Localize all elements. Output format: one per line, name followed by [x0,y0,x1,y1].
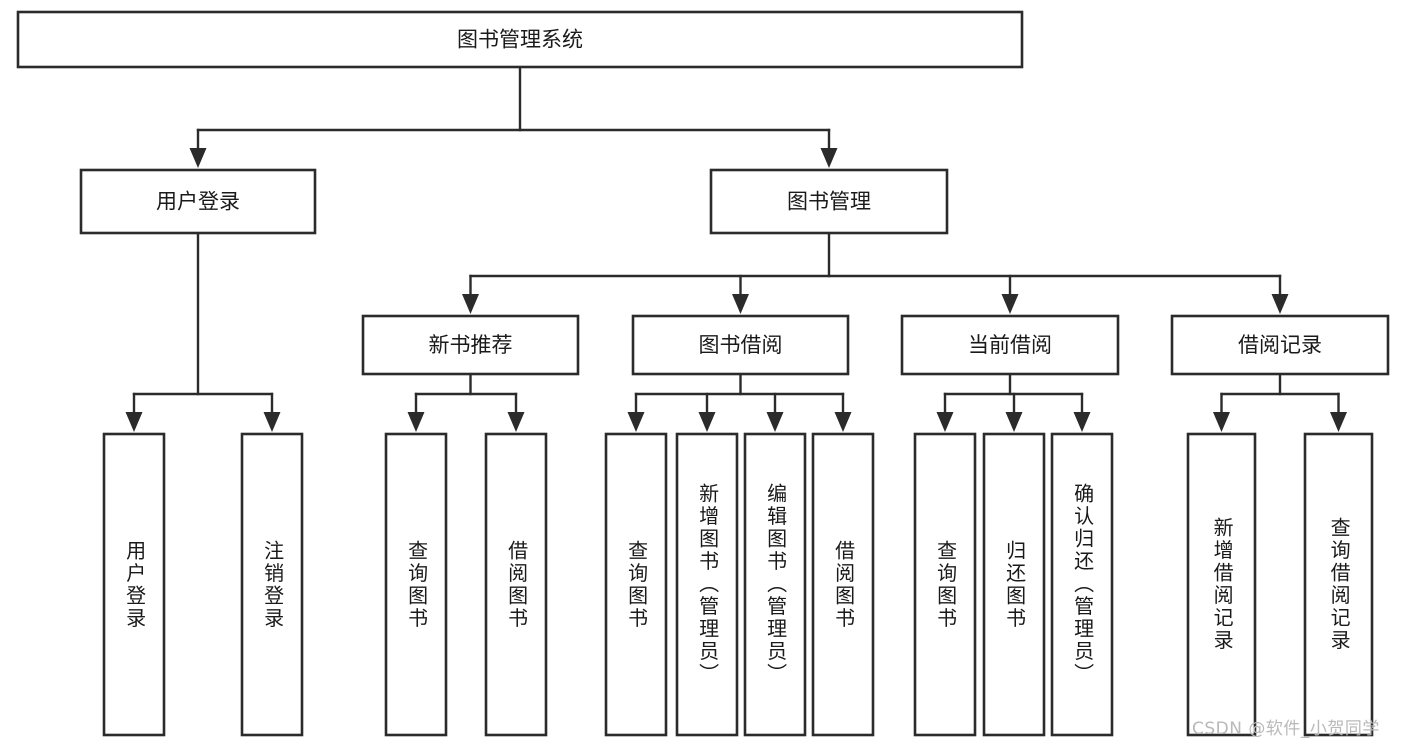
node-box-root [16,10,1024,69]
node-leaf-edit-book-admin[interactable] [743,432,807,737]
node-box-book-management [709,168,949,235]
node-leaf-query-book-current[interactable] [913,432,977,737]
arrow-head-icon [1330,412,1347,432]
node-current-borrow[interactable]: 当前借阅 [900,314,1120,376]
node-user-login[interactable]: 用户登录 [79,168,317,235]
node-root[interactable]: 图书管理系统 [16,10,1024,69]
node-label-current-borrow: 当前借阅 [968,333,1052,357]
node-box-leaf-user-login [102,432,166,737]
node-leaf-add-book-admin[interactable] [675,432,739,737]
arrow-head-icon [1005,412,1023,432]
node-leaf-borrow-book-recommend[interactable] [484,432,548,737]
node-borrow-record[interactable]: 借阅记录 [1170,314,1390,376]
node-label-new-book-recommend: 新书推荐 [429,333,513,357]
arrow-head-icon [507,412,525,432]
arrow-head-icon [1271,294,1289,314]
node-box-leaf-borrow-book-recommend [484,432,548,737]
node-box-leaf-user-logout [240,432,304,737]
node-leaf-query-book-borrow[interactable] [604,432,668,737]
node-leaf-user-login[interactable] [102,432,166,737]
node-leaf-return-book[interactable] [982,432,1046,737]
node-label-book-management: 图书管理 [787,190,871,214]
node-box-leaf-confirm-return-admin [1050,432,1114,737]
node-box-leaf-edit-book-admin [743,432,807,737]
node-label-borrow-record: 借阅记录 [1238,333,1322,357]
node-box-leaf-borrow-book [811,432,875,737]
node-leaf-query-borrow-record[interactable] [1303,432,1374,737]
node-box-borrow-record [1170,314,1390,376]
node-book-management[interactable]: 图书管理 [709,168,949,235]
arrow-head-icon [407,412,425,432]
arrow-head-icon [1213,412,1230,432]
node-box-current-borrow [900,314,1120,376]
node-new-book-recommend[interactable]: 新书推荐 [361,314,580,376]
node-book-borrow[interactable]: 图书借阅 [631,314,850,376]
arrow-head-icon [820,148,838,168]
arrow-head-icon [1001,294,1019,314]
arrow-head-icon [834,412,852,432]
node-box-leaf-add-book-admin [675,432,739,737]
arrow-head-icon [936,412,954,432]
node-box-leaf-query-book-borrow [604,432,668,737]
node-label-root: 图书管理系统 [457,28,583,52]
arrow-head-icon [263,412,281,432]
connector-layer [125,65,1347,432]
arrow-head-icon [698,412,716,432]
watermark: CSDN @软件_小贺同学 [1192,719,1380,739]
node-leaf-user-logout[interactable] [240,432,304,737]
node-label-user-login: 用户登录 [156,190,240,214]
arrow-head-icon [125,412,143,432]
node-label-book-borrow: 图书借阅 [699,333,783,357]
node-leaf-query-book-recommend[interactable] [384,432,448,737]
node-leaf-borrow-book[interactable] [811,432,875,737]
arrow-head-icon [732,294,749,314]
arrow-head-icon [1073,412,1091,432]
arrow-head-icon [627,412,645,432]
node-box-user-login [79,168,317,235]
node-box-book-borrow [631,314,850,376]
node-leaf-confirm-return-admin[interactable] [1050,432,1114,737]
node-box-leaf-return-book [982,432,1046,737]
node-leaf-add-borrow-record[interactable] [1186,432,1257,737]
node-box-leaf-query-borrow-record [1303,432,1374,737]
node-box-leaf-query-book-recommend [384,432,448,737]
arrow-head-icon [766,412,784,432]
node-box-leaf-query-book-current [913,432,977,737]
node-box-leaf-add-borrow-record [1186,432,1257,737]
arrow-head-icon [189,148,207,168]
node-box-new-book-recommend [361,314,580,376]
arrow-head-icon [462,294,479,314]
